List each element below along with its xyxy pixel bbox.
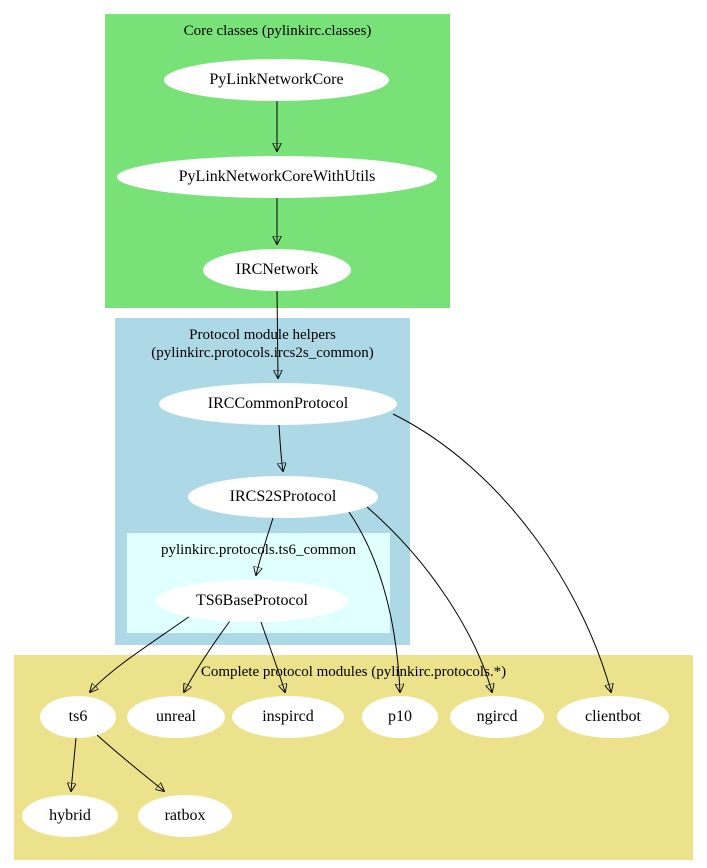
node-unreal: unreal bbox=[127, 696, 225, 738]
node-inspircd: inspircd bbox=[232, 696, 344, 738]
node-pylinknetworkcore: PyLinkNetworkCore bbox=[164, 59, 389, 101]
cluster-complete-title: Complete protocol modules (pylinkirc.pro… bbox=[200, 664, 507, 680]
cluster-helpers-title-line1: Protocol module helpers bbox=[189, 327, 336, 343]
node-ircs2sprotocol: IRCS2SProtocol bbox=[188, 476, 378, 518]
edge-irccommonprotocol-to-clientbot bbox=[392, 413, 611, 692]
cluster-complete-protocol-modules: Complete protocol modules (pylinkirc.pro… bbox=[14, 655, 693, 860]
cluster-core-title: Core classes (pylinkirc.classes) bbox=[183, 23, 372, 39]
node-clientbot: clientbot bbox=[557, 696, 669, 738]
node-ts6: ts6 bbox=[40, 696, 116, 738]
node-ratbox: ratbox bbox=[138, 795, 232, 837]
cluster-ts6common-title: pylinkirc.protocols.ts6_common bbox=[161, 542, 356, 558]
node-hybrid: hybrid bbox=[22, 795, 118, 837]
node-ircnetwork: IRCNetwork bbox=[203, 249, 351, 291]
node-ts6baseprotocol: TS6BaseProtocol bbox=[156, 580, 348, 622]
node-irccommonprotocol: IRCCommonProtocol bbox=[159, 383, 397, 425]
cluster-helpers-title-line2: (pylinkirc.protocols.ircs2s_common) bbox=[151, 345, 374, 361]
node-pylinknetworkcorewithutils: PyLinkNetworkCoreWithUtils bbox=[117, 156, 437, 198]
node-p10: p10 bbox=[362, 696, 438, 738]
node-ngircd: ngircd bbox=[450, 696, 544, 738]
